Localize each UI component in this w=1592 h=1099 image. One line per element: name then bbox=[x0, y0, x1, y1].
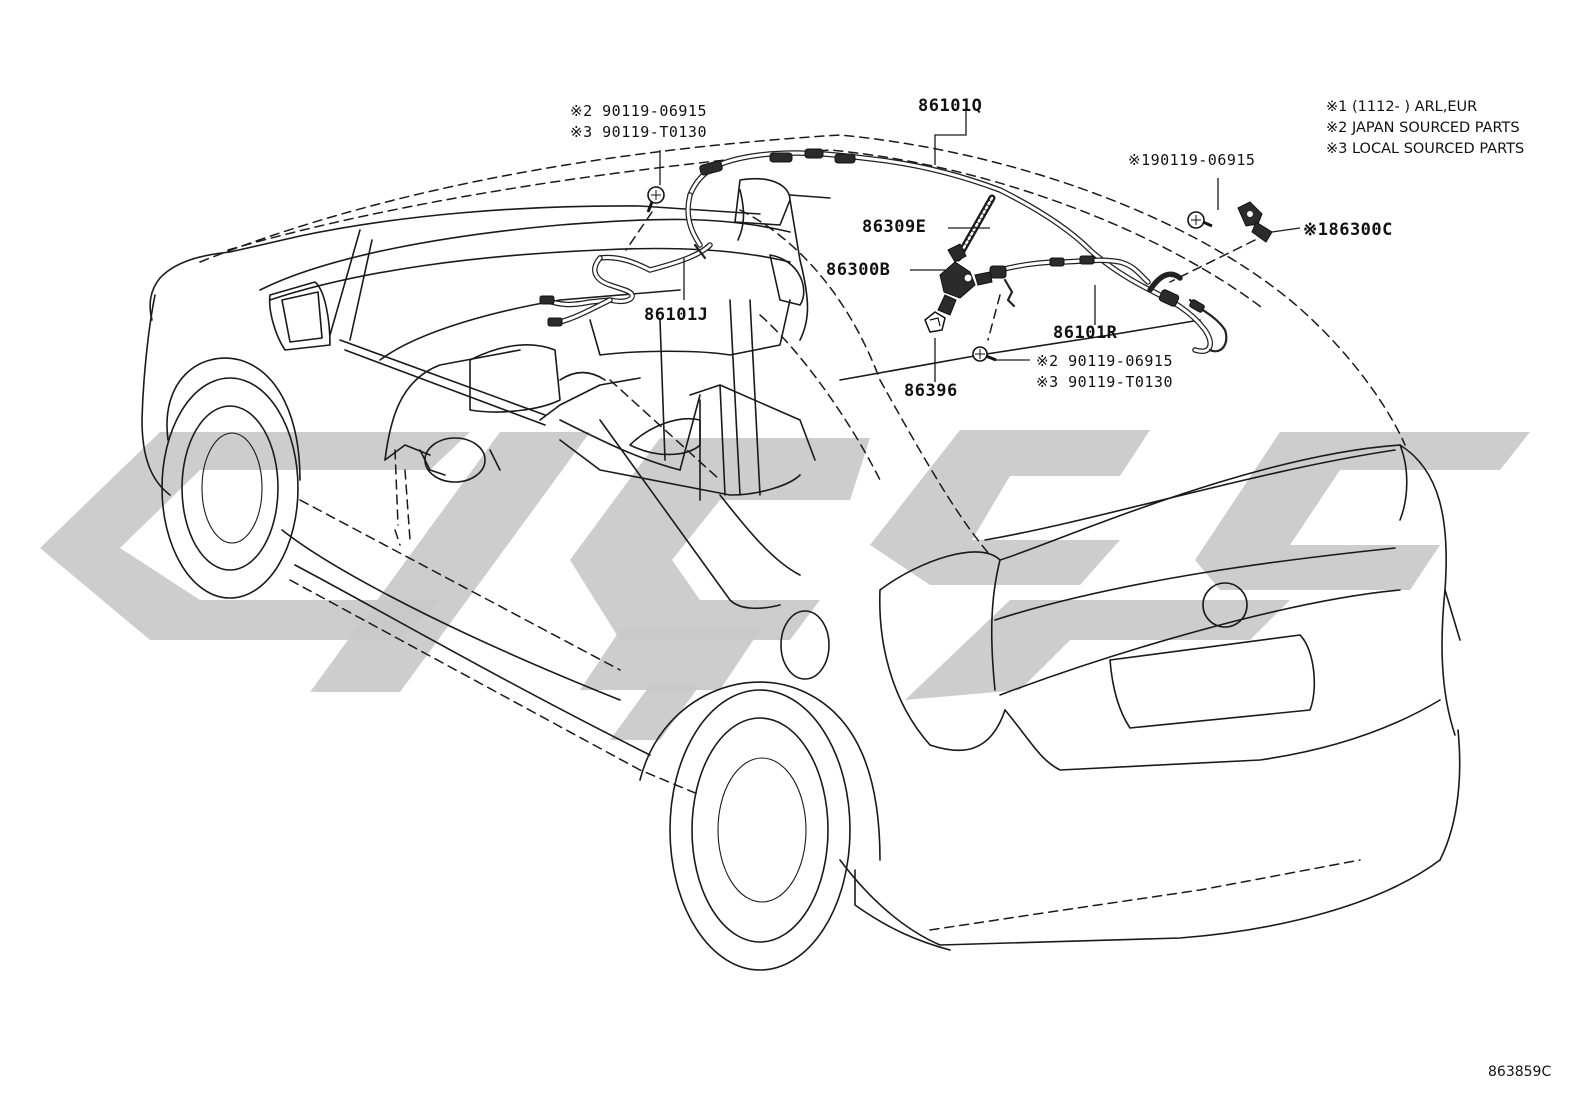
screw-icon[interactable] bbox=[646, 186, 665, 213]
antenna-harness-86101j[interactable] bbox=[539, 242, 713, 327]
figure-code: 863859C bbox=[1488, 1064, 1551, 1080]
screw-icon[interactable] bbox=[1187, 211, 1213, 229]
label-screw-right-jp: ※2 90119-06915 bbox=[1036, 352, 1173, 370]
legend: ※1 (1112- ) ARL,EUR ※2 JAPAN SOURCED PAR… bbox=[1326, 99, 1524, 157]
label-screw-left-jp: ※2 90119-06915 bbox=[570, 102, 707, 120]
legend-note-1: ※1 (1112- ) ARL,EUR bbox=[1326, 99, 1477, 115]
legend-note-3: ※3 LOCAL SOURCED PARTS bbox=[1326, 141, 1524, 157]
label-86101r: 86101R bbox=[1053, 323, 1118, 343]
clip-icon[interactable] bbox=[924, 311, 946, 333]
label-86309e: 86309E bbox=[862, 217, 926, 237]
leader-lines bbox=[625, 107, 1301, 382]
label-screw-top: ※190119-06915 bbox=[1128, 151, 1255, 169]
callout-labels: 86101Q 86309E 86300B 86396 86101R 86101J… bbox=[570, 96, 1393, 401]
antenna-harness-86101r[interactable] bbox=[989, 255, 1151, 308]
label-86300b: 86300B bbox=[826, 260, 890, 280]
antenna-harness-86101q[interactable] bbox=[685, 148, 1228, 354]
vehicle-outline bbox=[141, 134, 1461, 971]
antenna-amplifier-icon[interactable] bbox=[937, 243, 993, 316]
interior-outline bbox=[259, 177, 1201, 610]
label-86396: 86396 bbox=[904, 381, 958, 401]
screw-icon[interactable] bbox=[972, 346, 997, 362]
label-86101q: 86101Q bbox=[918, 96, 982, 116]
watermark-logo bbox=[40, 430, 1530, 740]
antenna-amplifier-icon[interactable] bbox=[1237, 201, 1273, 243]
label-86101j: 86101J bbox=[644, 305, 708, 325]
legend-note-2: ※2 JAPAN SOURCED PARTS bbox=[1326, 120, 1520, 136]
label-screw-left-local: ※3 90119-T0130 bbox=[570, 123, 707, 141]
label-86300c: ※186300C bbox=[1303, 220, 1393, 240]
label-screw-right-local: ※3 90119-T0130 bbox=[1036, 373, 1173, 391]
